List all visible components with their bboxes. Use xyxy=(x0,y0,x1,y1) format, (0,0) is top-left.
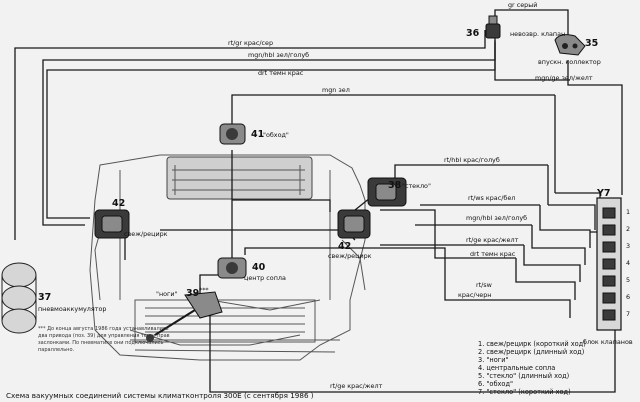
port-5: 5 xyxy=(626,276,630,284)
diagram-caption: Схема вакуумных соединений системы клима… xyxy=(6,391,314,400)
num-35: 35 xyxy=(585,38,598,49)
port-7: 7 xyxy=(626,310,630,318)
port-3: 3 xyxy=(626,242,630,250)
component-labels: 36 невозвр. клапан 35 впускн. коллектор … xyxy=(38,28,633,346)
port-4: 4 xyxy=(626,259,630,267)
actuator-42-right xyxy=(337,209,371,239)
footnote-line: заслонками. По пневматике они подключали… xyxy=(38,340,164,346)
label-rt-ge-mid: rt/ge крас/желт xyxy=(466,236,519,244)
label-valve-block: блок клапанов xyxy=(583,338,633,346)
actuator-40-center-nozzle xyxy=(217,257,247,279)
label-rt-ws: rt/ws крас/бел xyxy=(468,194,515,202)
num-38: 38 xyxy=(388,180,402,191)
hvac-housing-outline xyxy=(89,154,366,361)
legend-item: 5. "стекло" (длинный ход) xyxy=(478,372,569,380)
label-kras-chern: крас/черн xyxy=(458,291,491,299)
heater-core-housing xyxy=(166,156,313,200)
label-gr-gray: gr серый xyxy=(508,1,537,9)
legend-item: 7. "стекло" (короткий ход) xyxy=(478,388,571,396)
check-valve-36 xyxy=(485,15,501,39)
intake-manifold-35 xyxy=(554,34,586,56)
label-check-valve: невозвр. клапан xyxy=(510,30,565,38)
label-glass: "стекло" xyxy=(402,182,431,190)
num-39-stars: *** xyxy=(199,286,209,294)
label-drt-top: drt темн крас xyxy=(258,69,304,77)
actuator-39-legs xyxy=(146,291,223,342)
label-mgn-hbl-mid: mgn/hbl зел/голуб xyxy=(466,214,527,222)
label-rt-sw: rt/sw xyxy=(476,281,492,289)
valve-block-y7 xyxy=(596,197,622,331)
port-1: 1 xyxy=(626,208,630,216)
actuator-42-left xyxy=(94,209,130,239)
num-41: 41 xyxy=(251,129,264,140)
num-42-right: 42 xyxy=(338,241,351,252)
num-42-left: 42 xyxy=(112,198,125,209)
footnote-line: два привода (поз. 39) для управления тем… xyxy=(38,333,170,339)
num-36: 36 xyxy=(466,28,480,39)
label-mgn-hbl-top: mgn/hbl зел/голуб xyxy=(248,51,309,59)
label-intake-manifold: впускн. коллектор xyxy=(538,58,601,66)
label-fresh-recirc-right: свеж/рецирк xyxy=(328,252,372,260)
port-6: 6 xyxy=(626,293,630,301)
port-2: 2 xyxy=(626,225,630,233)
legend-item: 6. "обход" xyxy=(478,380,513,388)
actuator-41-bypass xyxy=(219,123,246,145)
label-drt-mid: drt темн крас xyxy=(470,250,516,258)
vacuum-hoses xyxy=(14,9,623,393)
footnote-line: *** До конца августа 1986 года устанавли… xyxy=(38,326,169,332)
label-bypass: "обход" xyxy=(263,131,289,139)
num-39: 39 xyxy=(186,288,199,299)
label-center-nozzle: центр сопла xyxy=(244,274,286,282)
legend-item: 3. "ноги" xyxy=(478,356,509,364)
valve-ports: 1 2 3 4 5 6 7 xyxy=(626,208,630,318)
legend-item: 2. свеж/рецирк (длинный ход) xyxy=(478,348,584,356)
label-rt-hbl: rt/hbl крас/голуб xyxy=(444,156,500,164)
label-rt-gr: rt/gr крас/сер xyxy=(228,39,273,47)
legend-item: 4. центральные сопла xyxy=(478,364,555,372)
label-y7: Y7 xyxy=(596,188,611,199)
hose-labels: gr серый rt/gr крас/сер mgn/hbl зел/голу… xyxy=(228,1,593,390)
label-legs: "ноги" xyxy=(156,290,178,298)
label-fresh-recirc-left: свеж/рецирк xyxy=(124,230,168,238)
label-rt-ge-bottom: rt/ge крас/желт xyxy=(330,382,383,390)
label-mgn-green: mgn зел xyxy=(322,86,350,94)
footnote: *** До конца августа 1986 года устанавли… xyxy=(38,326,170,353)
footnote-line: параллельно. xyxy=(38,347,75,353)
legend-item: 1. свеж/рецирк (короткий ход) xyxy=(478,340,586,348)
label-mgn-ge: mgn/ge зел/желт xyxy=(535,74,593,82)
actuator-38-glass xyxy=(367,177,407,207)
label-accumulator: пневмоаккумулятор xyxy=(38,305,106,313)
num-40: 40 xyxy=(252,262,266,273)
vacuum-accumulator xyxy=(1,262,37,334)
num-37: 37 xyxy=(38,292,51,303)
legend: 1. свеж/рецирк (короткий ход) 2. свеж/ре… xyxy=(478,340,586,396)
